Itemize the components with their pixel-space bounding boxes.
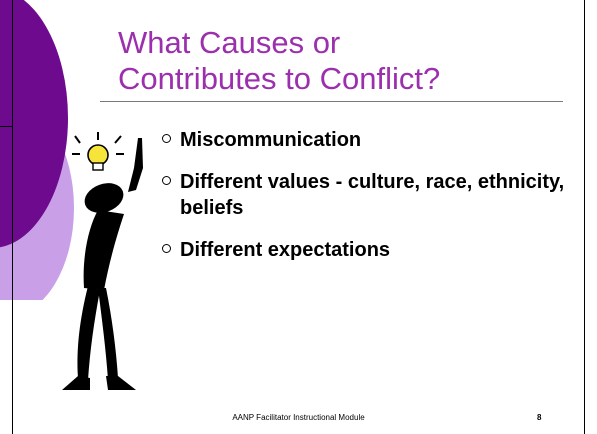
hollow-circle-bullet-icon: [162, 176, 171, 185]
hollow-circle-bullet-icon: [162, 244, 171, 253]
bullet-text: Different expectations: [180, 239, 391, 261]
bullet-text: Miscommunication: [180, 129, 362, 151]
slide-title: What Causes or Contributes to Conflict?: [118, 25, 441, 96]
decorative-circles: [0, 0, 74, 300]
thinking-person-with-lightbulb-icon: [62, 132, 143, 390]
bullet-item: Miscommunication: [162, 127, 582, 153]
dark-purple-circle: [0, 0, 68, 248]
bullet-item: Different expectations: [162, 237, 582, 263]
bullet-item: Different values - culture, race, ethnic…: [162, 169, 582, 221]
left-border-line: [12, 0, 13, 434]
hollow-circle-bullet-icon: [162, 134, 171, 143]
footer-text: AANP Facilitator Instructional Module: [232, 413, 365, 422]
left-tick-line: [0, 126, 12, 127]
lightbulb-icon: [72, 132, 124, 171]
right-border-line: [584, 0, 585, 434]
title-underline: [100, 101, 563, 102]
bullet-list: Miscommunication Different values - cult…: [162, 127, 582, 279]
page-number: 8: [537, 413, 542, 422]
bullet-text: Different values - culture, race, ethnic…: [180, 171, 565, 219]
